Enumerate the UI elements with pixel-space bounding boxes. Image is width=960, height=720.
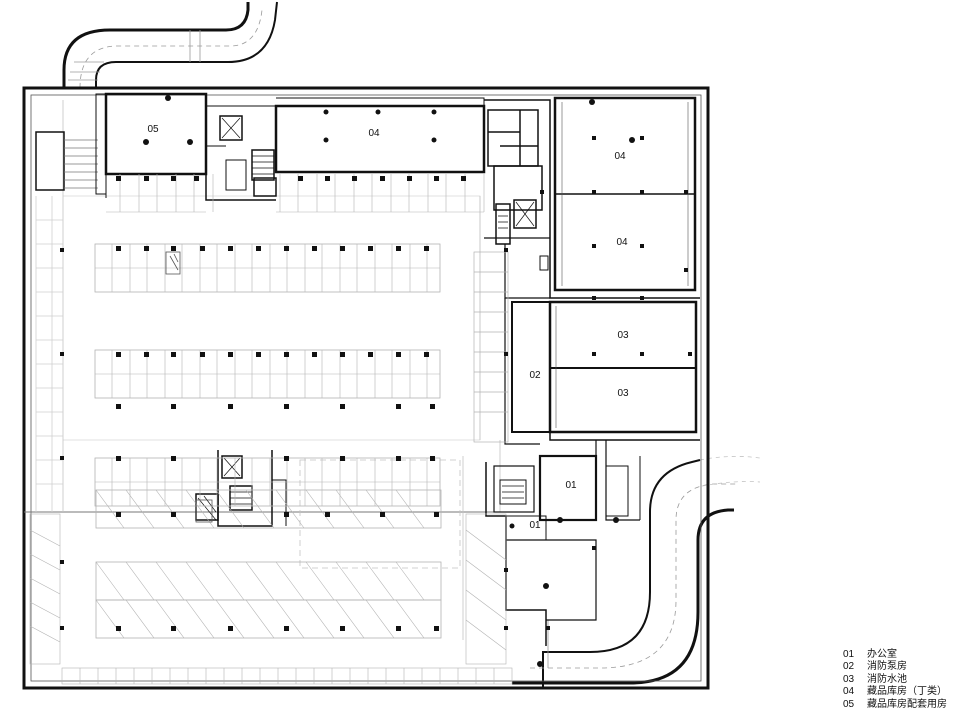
north-stall-row [106, 174, 485, 213]
south-stall-row [61, 667, 513, 685]
center-core [195, 450, 287, 527]
room-label-01-upper: 01 [565, 480, 577, 491]
room-label-03-lower: 03 [617, 388, 629, 399]
structural-columns [60, 95, 692, 667]
west-stair [35, 93, 107, 195]
room-05-block [104, 92, 208, 198]
room-label-05: 05 [147, 124, 159, 135]
legend: 01 办公室 02 消防泵房 03 消防水池 04 藏品库房（丁类） 05 藏品… [843, 649, 958, 711]
room-label-04-ne-lower: 04 [616, 237, 628, 248]
room-label-04-ne-upper: 04 [614, 151, 626, 162]
room-02-block [504, 298, 700, 445]
room-label-01-lower: 01 [529, 520, 541, 531]
room-label-04-top: 04 [368, 128, 380, 139]
legend-number: 02 [843, 661, 855, 673]
legend-number: 04 [843, 686, 855, 698]
exit-ramp [512, 456, 761, 687]
room-label-03-upper: 03 [617, 330, 629, 341]
legend-label: 办公室 [867, 649, 897, 660]
room-04-top [274, 97, 486, 174]
east-stall-column [473, 251, 509, 443]
legend-item: 02 消防泵房 [843, 661, 958, 673]
legend-label: 消防泵房 [867, 661, 907, 673]
legend-item: 01 办公室 [843, 649, 958, 661]
room-03-block [548, 300, 698, 434]
legend-label: 消防水池 [867, 673, 907, 685]
legend-number: 05 [843, 698, 855, 710]
legend-number: 03 [843, 673, 855, 685]
north-core [205, 94, 277, 201]
legend-label: 藏品库房（丁类） [867, 686, 947, 698]
legend-item: 03 消防水池 [843, 674, 958, 686]
room-label-02: 02 [529, 370, 541, 381]
legend-number: 01 [843, 649, 855, 660]
south-office-block [485, 440, 641, 646]
room-labels: 05 04 04 04 03 03 02 01 01 [147, 124, 629, 531]
legend-item: 04 藏品库房（丁类） [843, 686, 958, 698]
outer-walls [22, 86, 710, 690]
west-diagonal-stalls [29, 513, 507, 665]
legend-label: 藏品库房配套用房 [867, 698, 947, 710]
accessible-stall-marks [165, 251, 213, 523]
legend-item: 05 藏品库房配套用房 [843, 699, 958, 711]
entrance-ramp [62, 1, 278, 89]
room-04-ne [553, 96, 697, 292]
parking-bays [29, 174, 513, 685]
ne-service-block [484, 99, 700, 299]
guide-lines [35, 100, 501, 640]
